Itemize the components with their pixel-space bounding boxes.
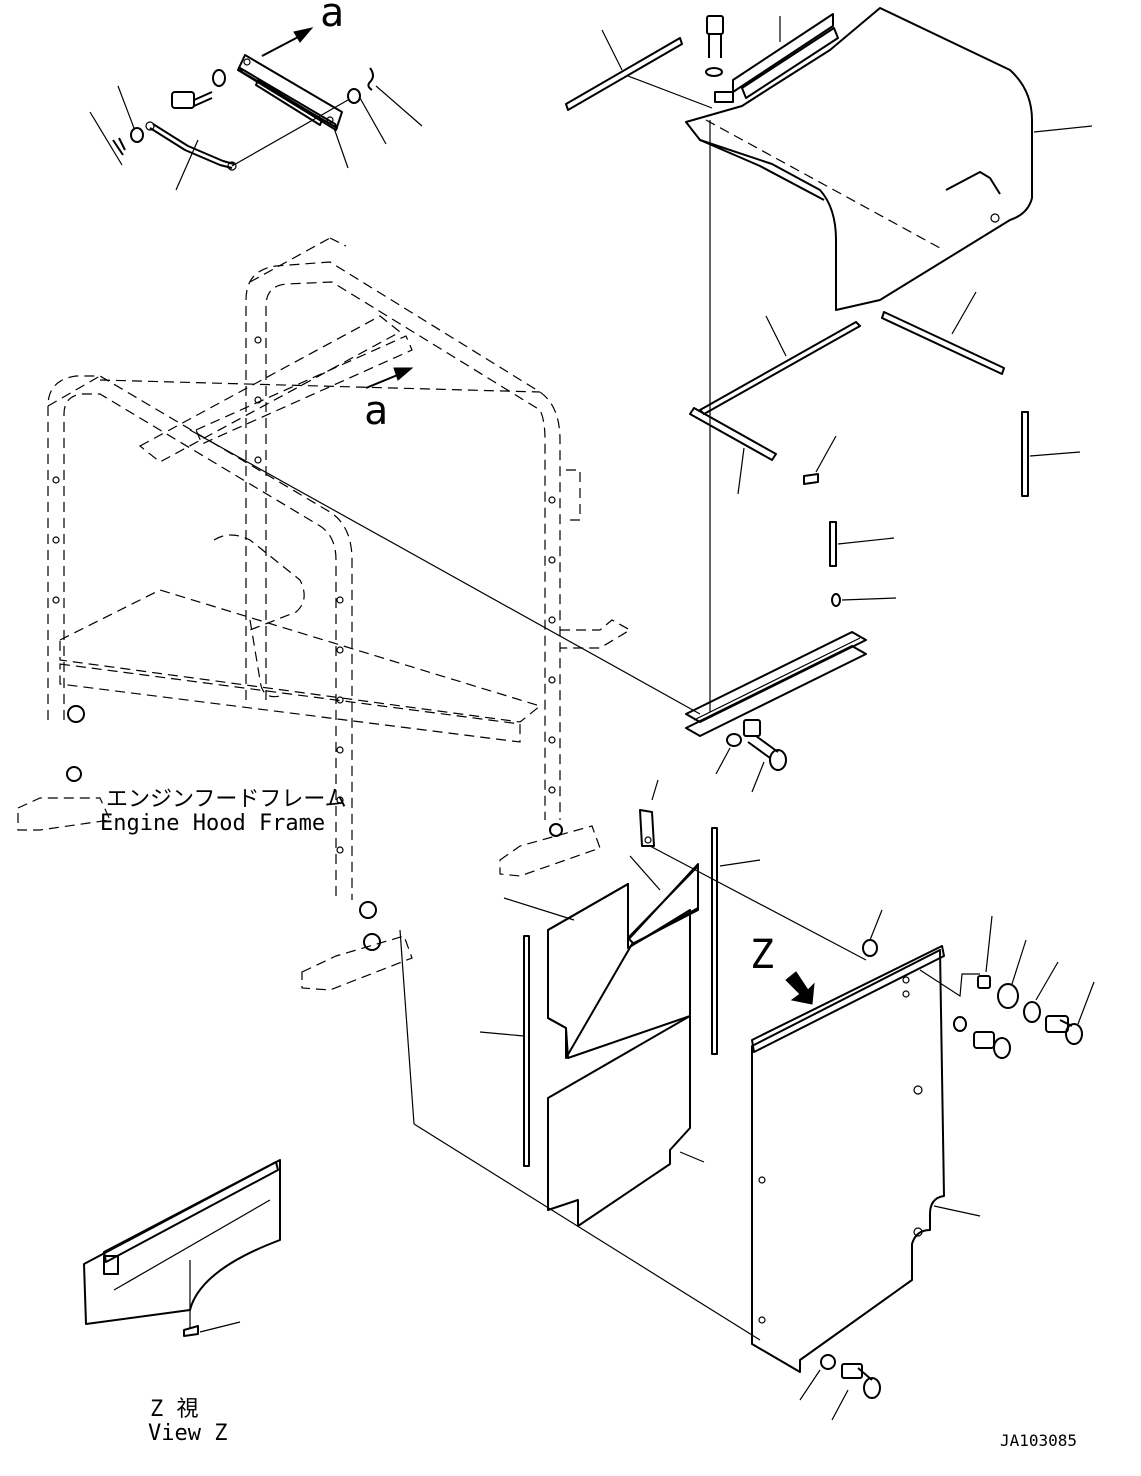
view-z-label-jp: Z 視 (150, 1397, 199, 1422)
view-z-label-en: View Z (148, 1421, 227, 1446)
engine-hood-frame: a エンジンフードフレーム Engine Hood Frame (17, 237, 761, 1341)
view-a-label-top: a (320, 0, 344, 36)
engine-hood-frame-label-jp: エンジンフードフレーム (106, 787, 347, 812)
side-cover-assembly: Z (750, 909, 1095, 1421)
insulation-panels (479, 779, 867, 1227)
drawing-number: JA103085 (1000, 1431, 1077, 1450)
top-left-bracket-assembly: a (89, 0, 423, 191)
arrow-icon (785, 971, 815, 1005)
view-z-detail: Z 視 View Z (83, 1159, 281, 1446)
view-z-marker-label: Z (750, 932, 774, 978)
engine-hood-frame-label-en: Engine Hood Frame (100, 811, 325, 836)
hood-cover-assembly (565, 7, 1093, 793)
view-a-label-frame: a (364, 388, 388, 434)
